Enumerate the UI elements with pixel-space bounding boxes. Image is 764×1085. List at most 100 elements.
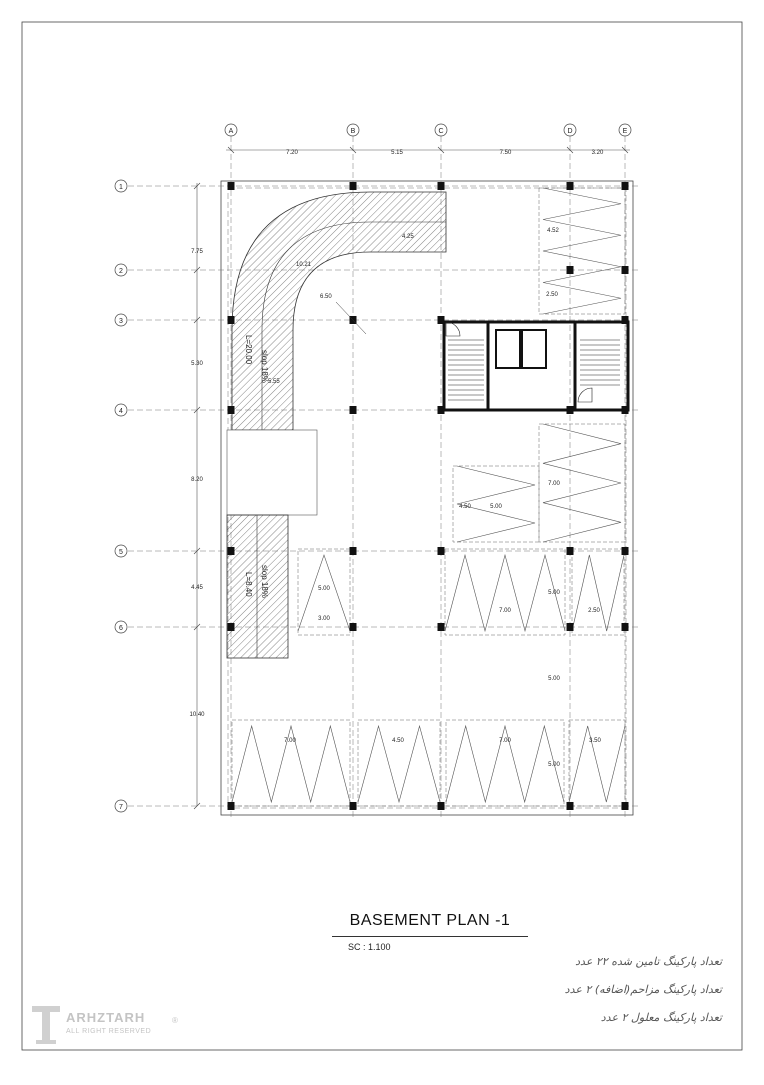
- row-spacing-dim: 5.30: [191, 361, 203, 367]
- parking-dim: 5.00: [318, 586, 330, 592]
- structural-column: [566, 623, 574, 631]
- structural-column: [349, 182, 357, 190]
- parking-dim: 2.50: [588, 608, 600, 614]
- dim-tick: [349, 146, 357, 154]
- structural-column: [566, 182, 574, 190]
- drawing-title: BASEMENT PLAN -1: [349, 912, 511, 929]
- structural-column: [566, 406, 574, 414]
- grid-label-row: 3: [119, 318, 123, 325]
- parking-stall-zigzag: [357, 724, 441, 804]
- structural-column: [621, 316, 629, 324]
- structural-column: [227, 547, 235, 555]
- row-spacing-dim: 10.40: [189, 712, 205, 718]
- parking-stall-zigzag: [542, 187, 622, 315]
- column-spacing-dim: 7.50: [500, 150, 512, 156]
- column-spacing-dim: 5.15: [391, 150, 403, 156]
- parking-dim: 4.50: [392, 738, 404, 744]
- parking-dim: 5.00: [548, 590, 560, 596]
- structural-column: [437, 802, 445, 810]
- parking-stall-zigzag: [542, 423, 622, 543]
- parking-stall-zigzag: [445, 724, 565, 804]
- parking-dim: 4.52: [547, 228, 559, 234]
- grid-bubble-col: [346, 123, 360, 137]
- building-outline-inner: [227, 187, 627, 809]
- structural-column: [621, 547, 629, 555]
- row-spacing-dim: 8.20: [191, 477, 203, 483]
- row-spacing-dim: 7.75: [191, 249, 203, 255]
- parking-stall-zigzag: [231, 724, 351, 804]
- dim-tick: [227, 146, 235, 154]
- watermark-logo: ARHZTARH ALL RIGHT RESERVED ®: [30, 1000, 190, 1050]
- parking-stall-group: [568, 719, 626, 807]
- ramp-landing: [226, 429, 318, 516]
- grid-bubble-col: [563, 123, 577, 137]
- structural-column: [349, 406, 357, 414]
- parking-dim: 3.50: [589, 738, 601, 744]
- parking-dim: 5.00: [548, 676, 560, 682]
- structural-column: [437, 547, 445, 555]
- dim-tick: [193, 623, 201, 631]
- note-parking-extra: تعداد پارکینگ مزاحم(اضافه) ۲ عدد: [564, 983, 722, 996]
- parking-stall-group: [571, 548, 625, 636]
- structural-column: [621, 406, 629, 414]
- parking-stall-group: [452, 465, 540, 543]
- parking-dim: 7.00: [548, 481, 560, 487]
- staircase-left: [448, 339, 484, 401]
- ramp-upper-slope: slop 18%: [260, 350, 269, 383]
- structural-column: [227, 182, 235, 190]
- dim-tick: [193, 182, 201, 190]
- structural-column: [621, 266, 629, 274]
- parking-stall-group: [538, 187, 626, 315]
- grid-label-col: C: [438, 128, 443, 135]
- logo-subtitle: ALL RIGHT RESERVED: [66, 1028, 152, 1035]
- parking-dim: 7.00: [499, 738, 511, 744]
- parking-stall-zigzag: [568, 725, 626, 803]
- curved-ramp: [231, 191, 447, 431]
- structural-column: [437, 623, 445, 631]
- grid-label-row: 7: [119, 804, 123, 811]
- drawing-scale: SC : 1.100: [348, 942, 391, 952]
- parking-dim: 2.50: [546, 292, 558, 298]
- column-spacing-dim: 3.20: [592, 150, 604, 156]
- column-spacing-dim: 7.20: [286, 150, 298, 156]
- dim-tick: [193, 316, 201, 324]
- logo-registered-mark: ®: [172, 1016, 178, 1025]
- title-block: BASEMENT PLAN -1 SC : 1.100: [300, 912, 560, 952]
- grid-label-col: E: [623, 128, 628, 135]
- ramp-dim-4: 5.55: [268, 379, 280, 385]
- note-parking-disabled: تعداد پارکینگ معلول ۲ عدد: [600, 1011, 722, 1024]
- structural-column: [621, 182, 629, 190]
- grid-label-row: 1: [119, 184, 123, 191]
- structural-column: [566, 547, 574, 555]
- sheet-frame: [21, 21, 743, 1051]
- structural-column: [437, 182, 445, 190]
- grid-label-col: A: [229, 128, 234, 135]
- grid-bubble-row: [114, 263, 128, 277]
- dim-tick: [193, 802, 201, 810]
- note-parking-provided: تعداد پارکینگ تامین شده ۲۲ عدد: [575, 955, 722, 968]
- structural-column: [227, 406, 235, 414]
- dim-tick: [193, 547, 201, 555]
- parking-stall-group: [357, 719, 441, 807]
- building-outline: [220, 180, 634, 816]
- parking-stall-zigzag: [456, 465, 536, 543]
- grid-label-row: 4: [119, 408, 123, 415]
- logo-mark-icon: [32, 1006, 60, 1044]
- parking-dim: 5.00: [548, 762, 560, 768]
- grid-bubble-row: [114, 620, 128, 634]
- structural-column: [227, 623, 235, 631]
- grid-bubble-col: [434, 123, 448, 137]
- straight-ramp: [226, 514, 289, 659]
- structural-column: [227, 316, 235, 324]
- ramp-lower-slope: slop 18%: [260, 565, 269, 598]
- grid-bubble-col: [618, 123, 632, 137]
- structural-column: [437, 406, 445, 414]
- structural-column: [437, 316, 445, 324]
- dim-tick: [193, 266, 201, 274]
- title-underline: [332, 936, 528, 937]
- structural-column: [566, 266, 574, 274]
- grid-label-col: D: [567, 128, 572, 135]
